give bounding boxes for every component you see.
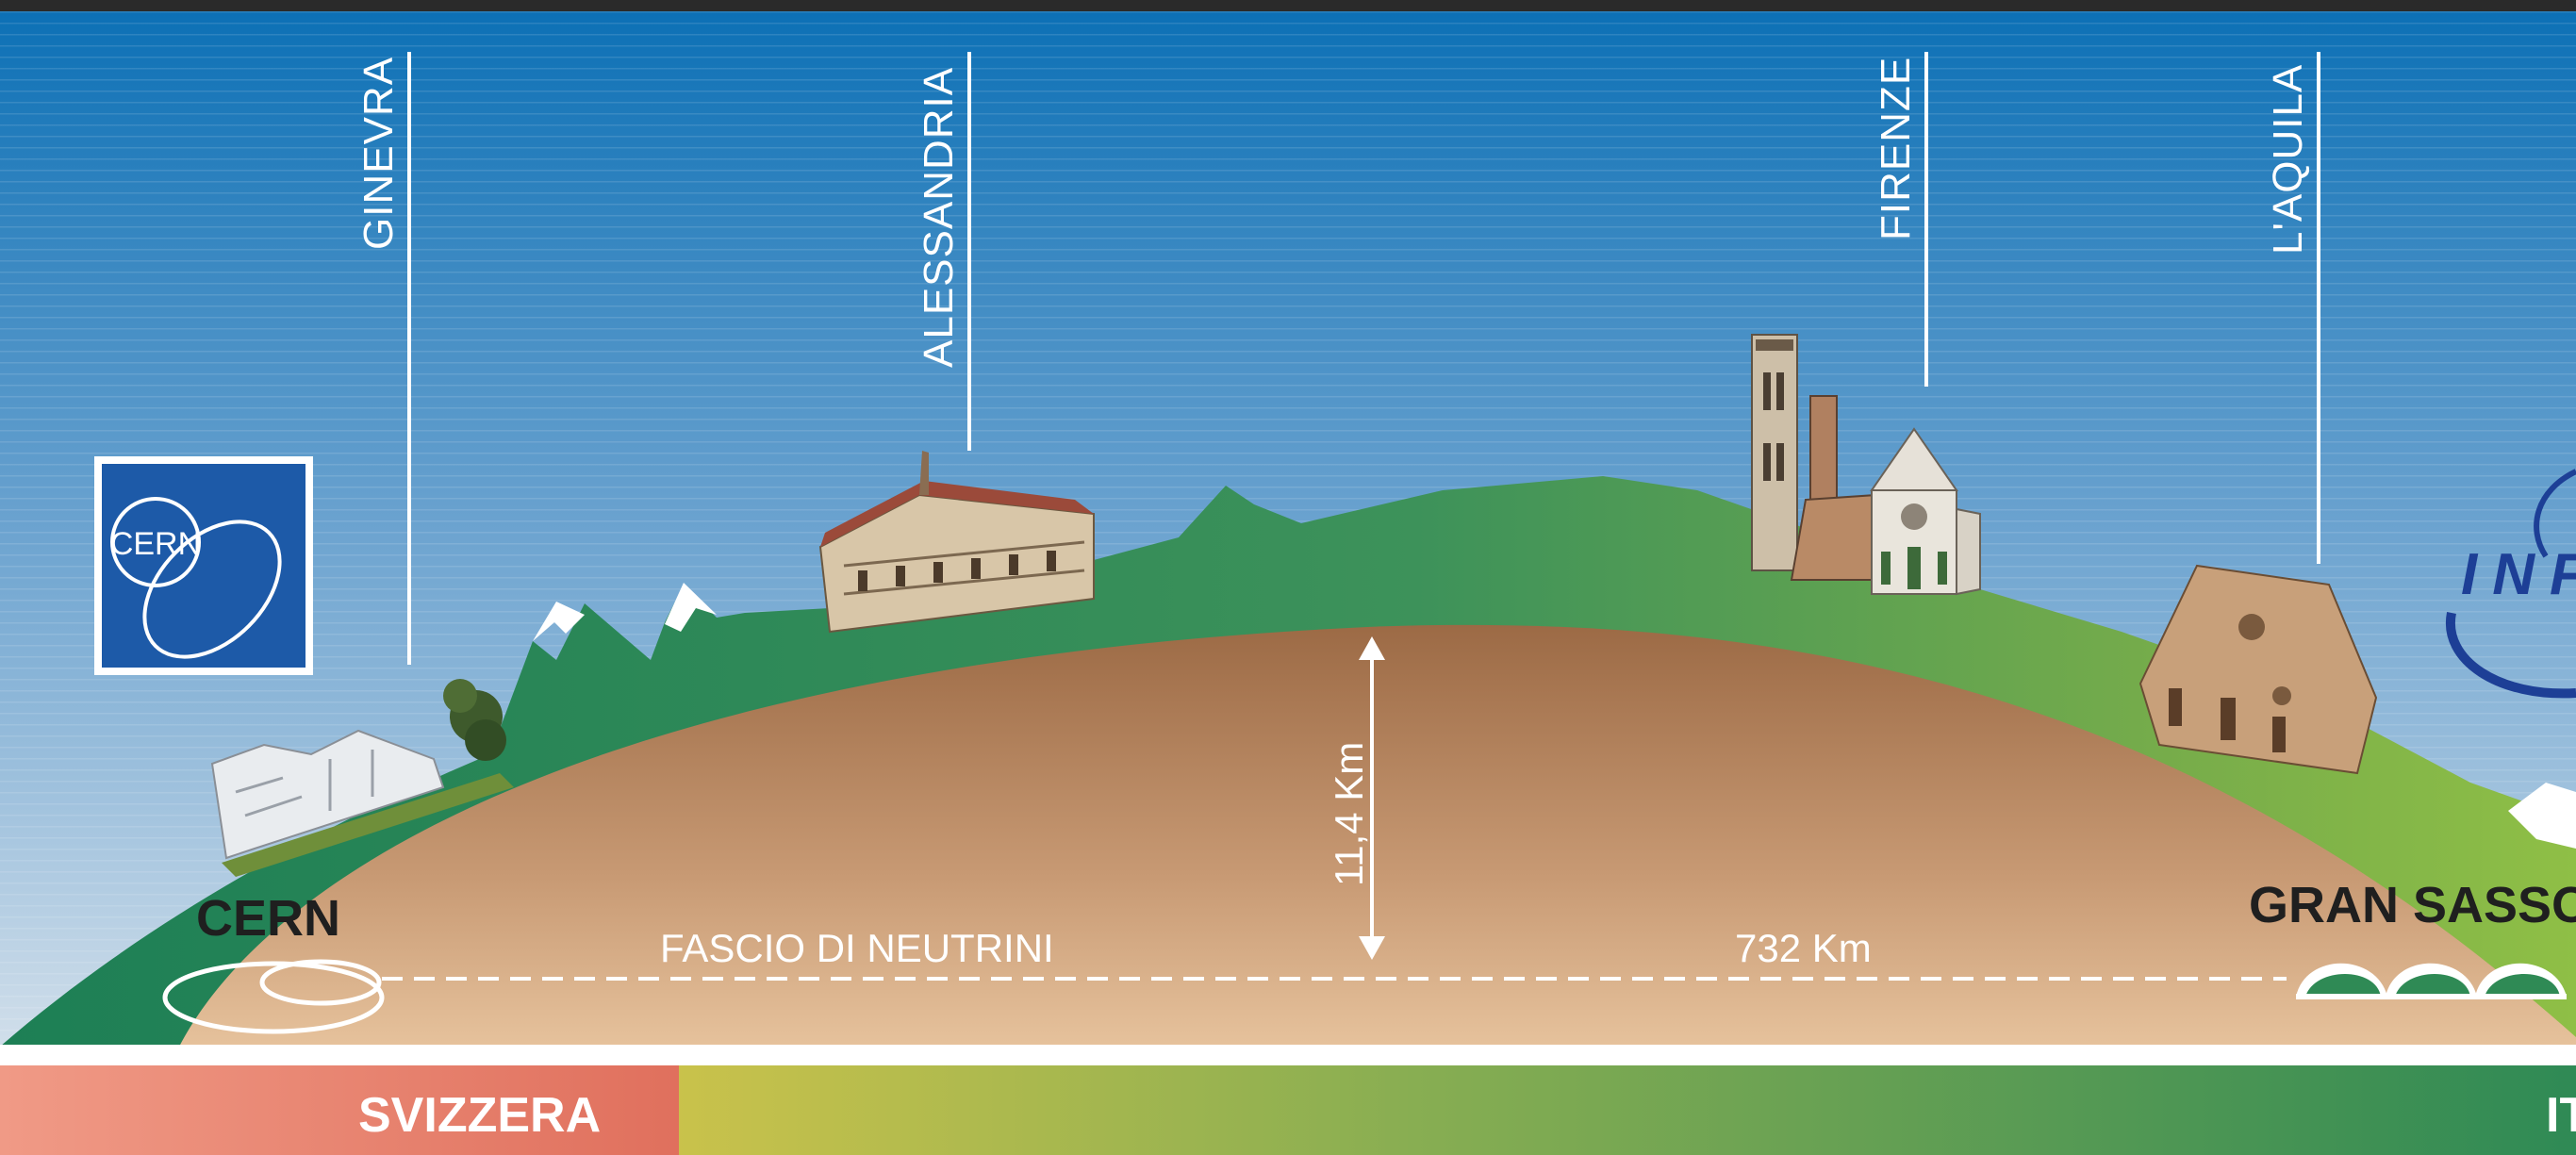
earth-dome [179, 624, 2576, 1047]
city-label-firenze: FIRENZE [1873, 57, 1919, 240]
cern-logo-text: CERN [110, 526, 201, 562]
alessandria-palace [818, 451, 1095, 634]
cern-ring-small [259, 959, 382, 1006]
cern-logo: CERN [94, 456, 313, 675]
site-label-cern: CERN [196, 890, 340, 947]
country-label-italia: ITALIA [2546, 1088, 2576, 1143]
country-bar-svizzera [0, 1065, 679, 1155]
country-label-svizzera: SVIZZERA [358, 1088, 601, 1143]
cern-ring-large [162, 961, 385, 1034]
site-label-gran-sasso: GRAN SASSO [2249, 877, 2576, 933]
gran-sasso-lab [2296, 963, 2567, 999]
firenze-monuments [1751, 334, 1981, 596]
depth-label: 11,4 Km [1327, 742, 1371, 886]
infn-logo: INFN [2445, 469, 2576, 699]
country-bar-italia [679, 1065, 2576, 1155]
snow-cap-3 [2508, 783, 2576, 849]
top-photo-strip [0, 0, 2576, 11]
snow-cap-2 [665, 583, 717, 632]
distance-label: 732 Km [1735, 926, 1872, 970]
city-label-alessandria: ALESSANDRIA [916, 67, 962, 368]
depth-arrow [1359, 636, 1385, 960]
aquila-basilica [2138, 564, 2378, 775]
city-label-aquila: L'AQUILA [2265, 64, 2311, 255]
ginevra-buildings [210, 679, 514, 877]
city-label-ginevra: GINEVRA [355, 57, 402, 250]
infn-logo-text: INFN [2461, 542, 2576, 607]
snow-cap-1 [533, 602, 585, 641]
ground-separator [0, 1045, 2576, 1065]
beam-label: FASCIO DI NEUTRINI [660, 926, 1054, 970]
